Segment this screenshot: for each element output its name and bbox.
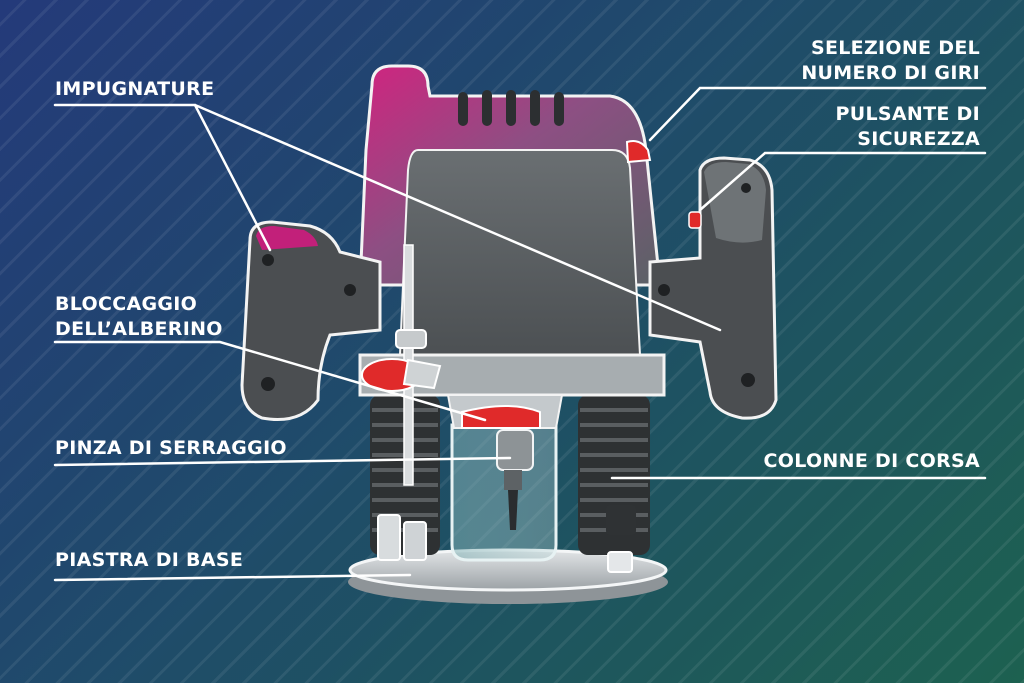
label-selezione-line2: NUMERO DI GIRI: [801, 62, 980, 84]
right-handle: [648, 156, 778, 420]
label-selezione-line1: SELEZIONE DEL: [811, 37, 980, 59]
leader-lines: [53, 86, 987, 582]
depth-stops: [377, 505, 636, 573]
label-pinza-text: PINZA DI SERRAGGIO: [55, 437, 287, 459]
label-pulsante-line1: PULSANTE DI: [835, 103, 980, 125]
leader-piastra: [53, 573, 412, 582]
left-handle: [240, 220, 382, 422]
base-plate: [348, 548, 668, 604]
leader-bloccaggio: [53, 340, 487, 422]
leader-pinza: [53, 456, 512, 467]
collet-and-bit: [496, 429, 534, 530]
label-pulsante-line2: SICUREZZA: [857, 128, 980, 150]
label-bloccaggio-line1: BLOCCAGGIO: [55, 293, 198, 315]
label-piastra-base: PIASTRA DI BASE: [55, 548, 243, 573]
leader-pulsante: [698, 151, 987, 212]
label-pulsante-sicurezza: PULSANTE DI SICUREZZA: [836, 102, 980, 152]
depth-rod: [361, 244, 442, 486]
label-bloccaggio-line2: DELL’ALBERINO: [55, 318, 223, 340]
label-impugnature: IMPUGNATURE: [55, 77, 214, 102]
label-colonne-text: COLONNE DI CORSA: [763, 450, 980, 472]
label-bloccaggio-alberino: BLOCCAGGIO DELL’ALBERINO: [55, 292, 223, 342]
label-selezione-giri: SELEZIONE DEL NUMERO DI GIRI: [801, 36, 980, 86]
router-body: [358, 64, 666, 429]
label-pinza-serraggio: PINZA DI SERRAGGIO: [55, 436, 287, 461]
red-controls: [461, 140, 702, 429]
label-colonne-corsa: COLONNE DI CORSA: [764, 449, 980, 474]
label-impugnature-text: IMPUGNATURE: [55, 78, 215, 100]
leader-selezione: [648, 86, 987, 142]
leader-impugnature: [53, 103, 722, 332]
label-piastra-text: PIASTRA DI BASE: [55, 549, 244, 571]
